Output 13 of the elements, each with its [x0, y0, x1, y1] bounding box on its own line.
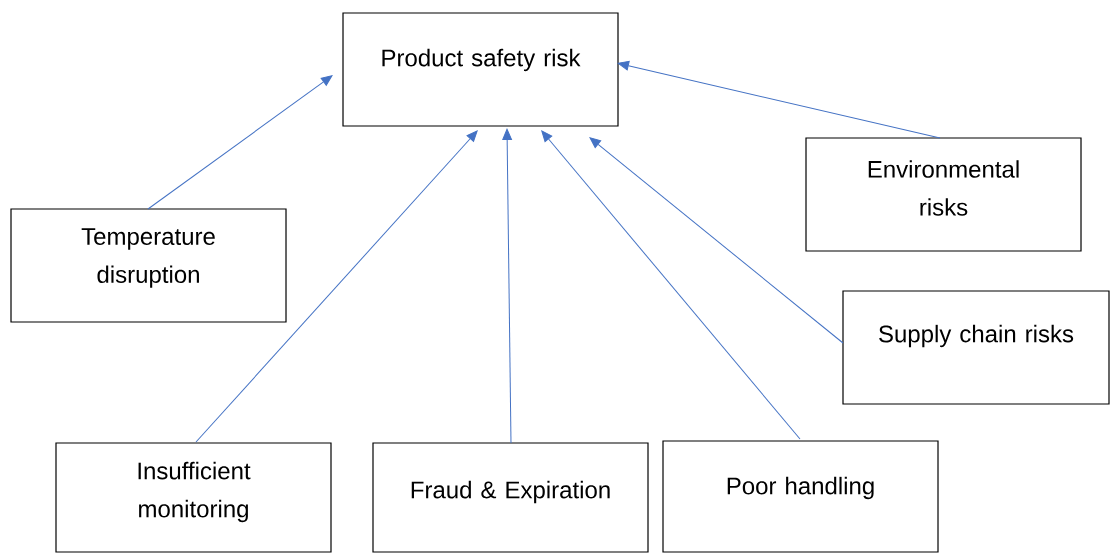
arrow [541, 130, 801, 440]
text-box: Environmental risks [805, 137, 1082, 252]
text-box: Insufficient monitoring [55, 442, 332, 553]
text-box: Fraud & Expiration [372, 442, 649, 553]
arrow [589, 137, 844, 344]
arrow [147, 75, 333, 210]
arrow [617, 60, 941, 139]
text-box: Temperature disruption [10, 208, 287, 323]
text-box: Product safety risk [342, 12, 619, 127]
text-box: Supply chain risks [842, 290, 1110, 405]
arrow [502, 128, 513, 444]
arrow [195, 130, 478, 443]
text-box: Poor handling [662, 440, 939, 553]
